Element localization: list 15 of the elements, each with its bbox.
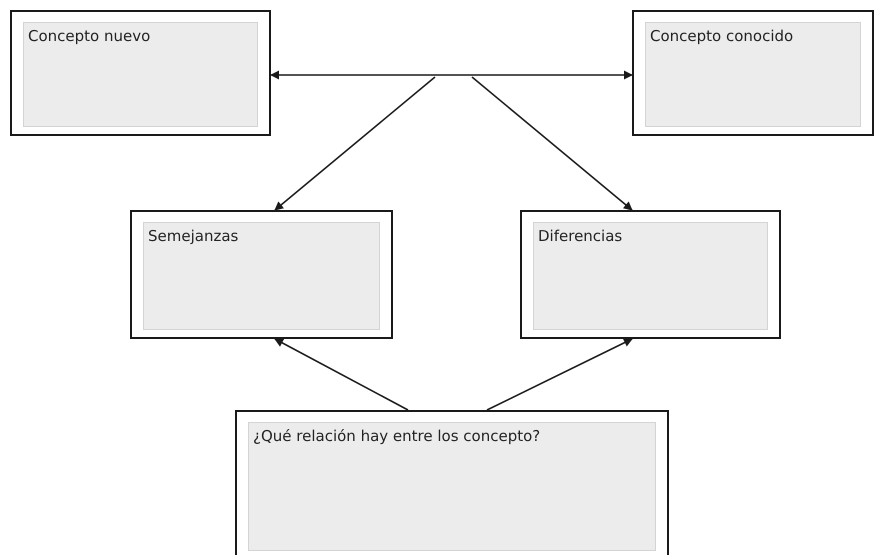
box-heading: Concepto conocido [650, 27, 794, 46]
box-heading: ¿Qué relación hay entre los concepto? [253, 427, 540, 446]
concept-box [235, 410, 669, 555]
concept-box [10, 10, 271, 136]
box-heading: Diferencias [538, 227, 622, 246]
concept-box [130, 210, 393, 339]
concept-box [632, 10, 874, 136]
arrow [274, 76, 436, 211]
arrow [486, 338, 633, 411]
box-heading: Concepto nuevo [28, 27, 150, 46]
arrow [270, 70, 633, 80]
arrow [471, 76, 633, 211]
arrow [274, 338, 408, 411]
concept-box [520, 210, 781, 339]
box-heading: Semejanzas [148, 227, 238, 246]
